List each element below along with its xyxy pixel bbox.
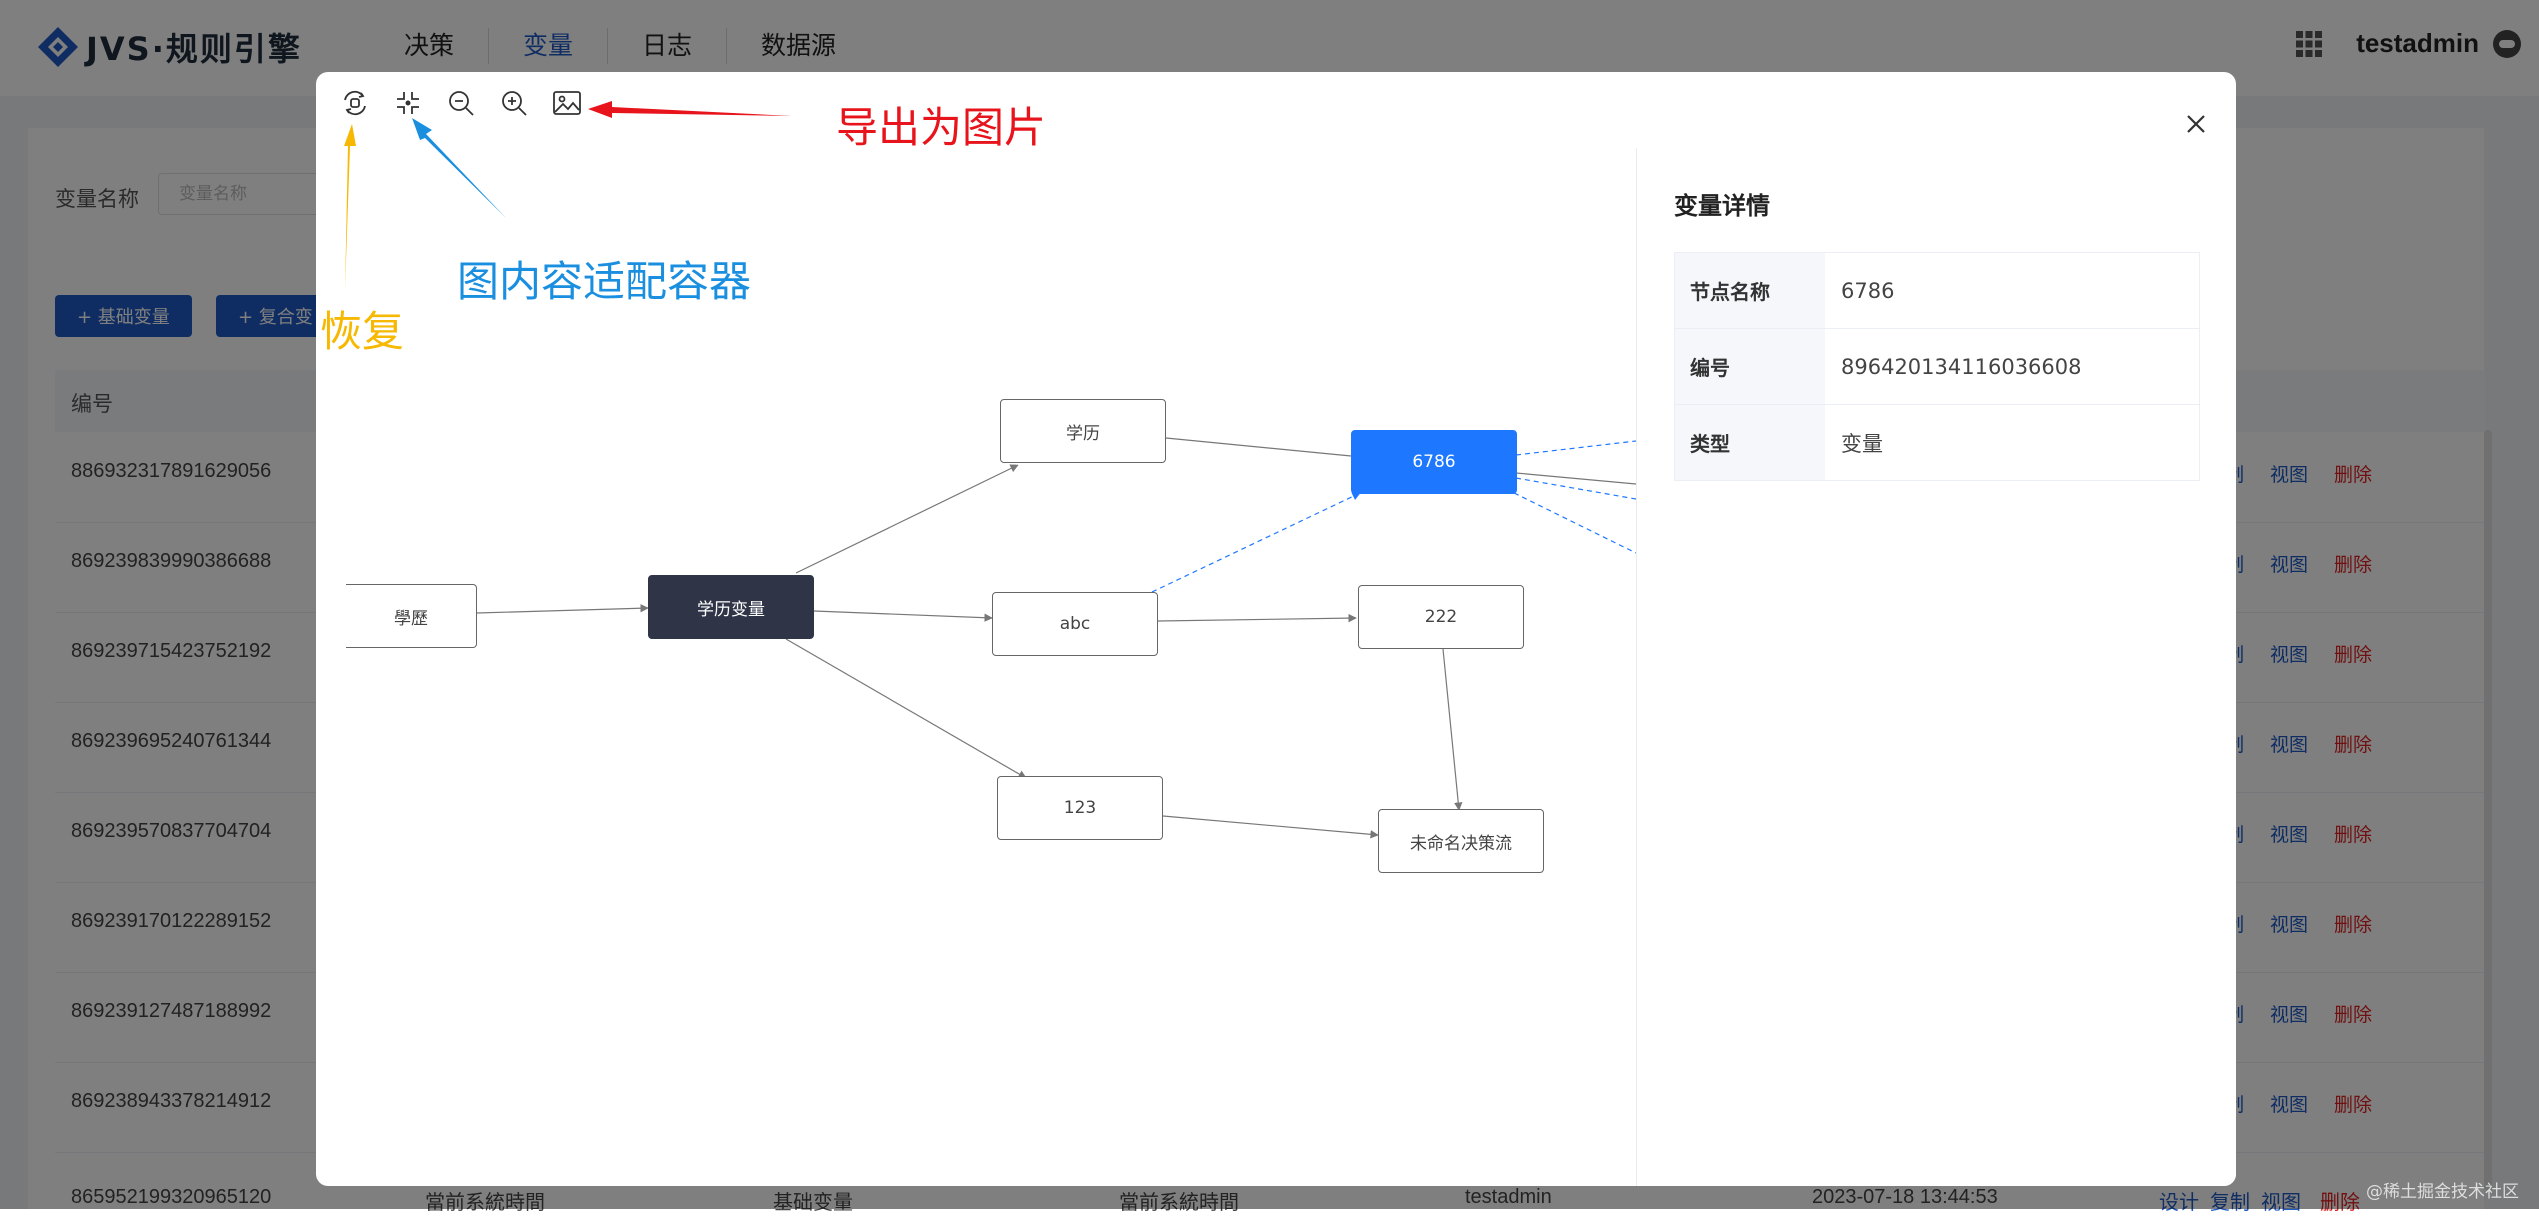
detail-label: 编号 (1675, 329, 1825, 404)
edge (1157, 613, 1357, 623)
annotation-export: 导出为图片 (836, 103, 1047, 152)
restore-icon (343, 90, 366, 116)
annotation-fit: 图内容适配容器 (457, 257, 752, 306)
graph-toolbar (328, 80, 593, 126)
restore-button[interactable] (328, 80, 381, 126)
export-image-button[interactable] (540, 80, 593, 126)
graph-node-n2[interactable]: 学历变量 (648, 575, 814, 639)
graph-node-n7[interactable]: 222 (1358, 585, 1524, 649)
edge (1505, 488, 1636, 554)
edge (476, 604, 649, 614)
detail-value: 896420134116036608 (1841, 354, 2082, 379)
edge (1515, 477, 1636, 500)
zoom-in-button[interactable] (487, 80, 540, 126)
detail-value: 6786 (1841, 278, 1895, 303)
graph-node-n1[interactable]: 學歷 (346, 584, 477, 648)
edge (1515, 440, 1636, 456)
graph-node-n8[interactable]: 未命名决策流 (1378, 809, 1544, 873)
watermark: @稀土掘金技术社区 (2366, 1182, 2519, 1202)
zoom-out-button[interactable] (434, 80, 487, 126)
variable-detail-panel: 变量详情 节点名称 6786 编号 896420134116036608 类型 … (1636, 148, 2236, 1186)
detail-label: 类型 (1675, 405, 1825, 480)
annotation-restore: 恢复 (320, 307, 405, 356)
panel-title: 变量详情 (1674, 192, 1770, 220)
detail-row: 类型 变量 (1675, 405, 2199, 480)
image-export-icon (552, 91, 581, 115)
relation-graph[interactable]: 學歷 学历变量 学历 abc 123 6786 222 未命名决策流 (316, 72, 1636, 1186)
edge (1151, 492, 1361, 593)
close-icon[interactable] (2176, 104, 2216, 144)
detail-row: 编号 896420134116036608 (1675, 329, 2199, 405)
edge (1515, 472, 1636, 485)
zoom-in-icon (501, 91, 527, 116)
edge (1442, 648, 1463, 811)
detail-row: 节点名称 6786 (1675, 253, 2199, 329)
variable-view-dialog: 學歷 学历变量 学历 abc 123 6786 222 未命名决策流 (316, 72, 2236, 1186)
fit-content-button[interactable] (381, 80, 434, 126)
edge (1162, 815, 1379, 839)
graph-node-n4[interactable]: abc (992, 592, 1158, 656)
graph-node-n5[interactable]: 123 (997, 776, 1163, 840)
edge (785, 638, 1027, 779)
detail-table: 节点名称 6786 编号 896420134116036608 类型 变量 (1674, 252, 2200, 481)
graph-node-n6[interactable]: 6786 (1351, 430, 1517, 494)
zoom-out-icon (448, 91, 474, 116)
graph-node-n3[interactable]: 学历 (1000, 399, 1166, 463)
edge (1165, 437, 1352, 457)
edge (813, 610, 993, 622)
edge (795, 464, 1019, 574)
graph-edges (476, 437, 1636, 839)
fit-icon (396, 92, 419, 114)
detail-value: 变量 (1841, 431, 1883, 456)
detail-label: 节点名称 (1675, 253, 1825, 328)
